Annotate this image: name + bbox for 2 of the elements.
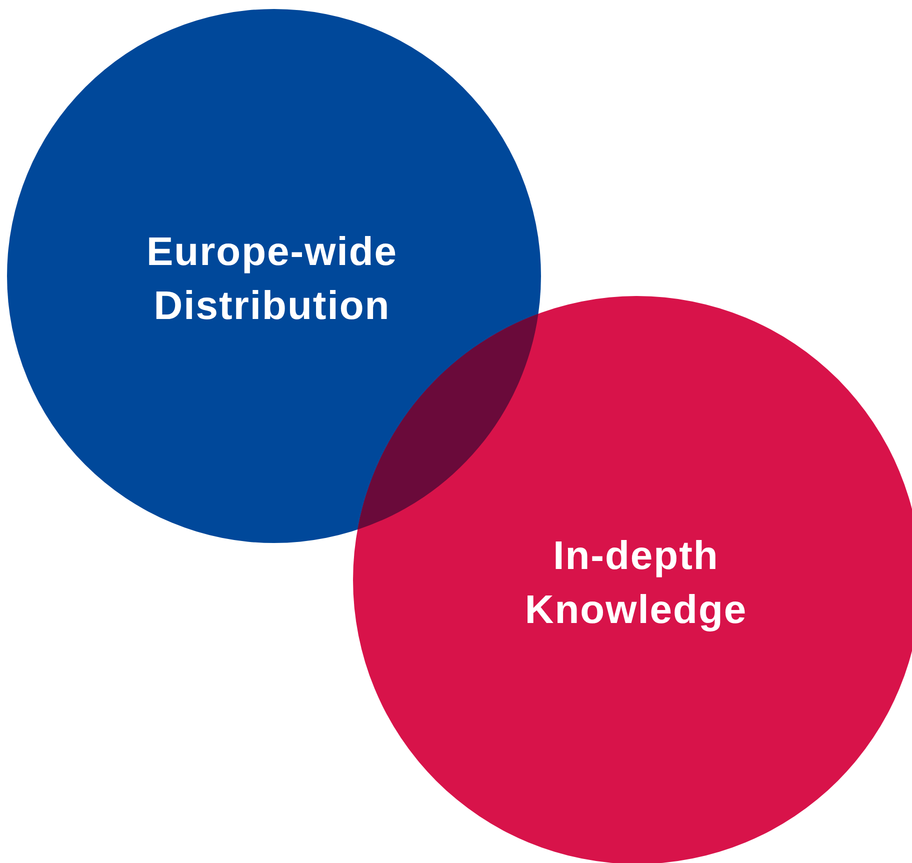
circle-label: In-depth Knowledge: [524, 533, 748, 634]
circle-label: Europe-wide Distribution: [145, 229, 399, 330]
